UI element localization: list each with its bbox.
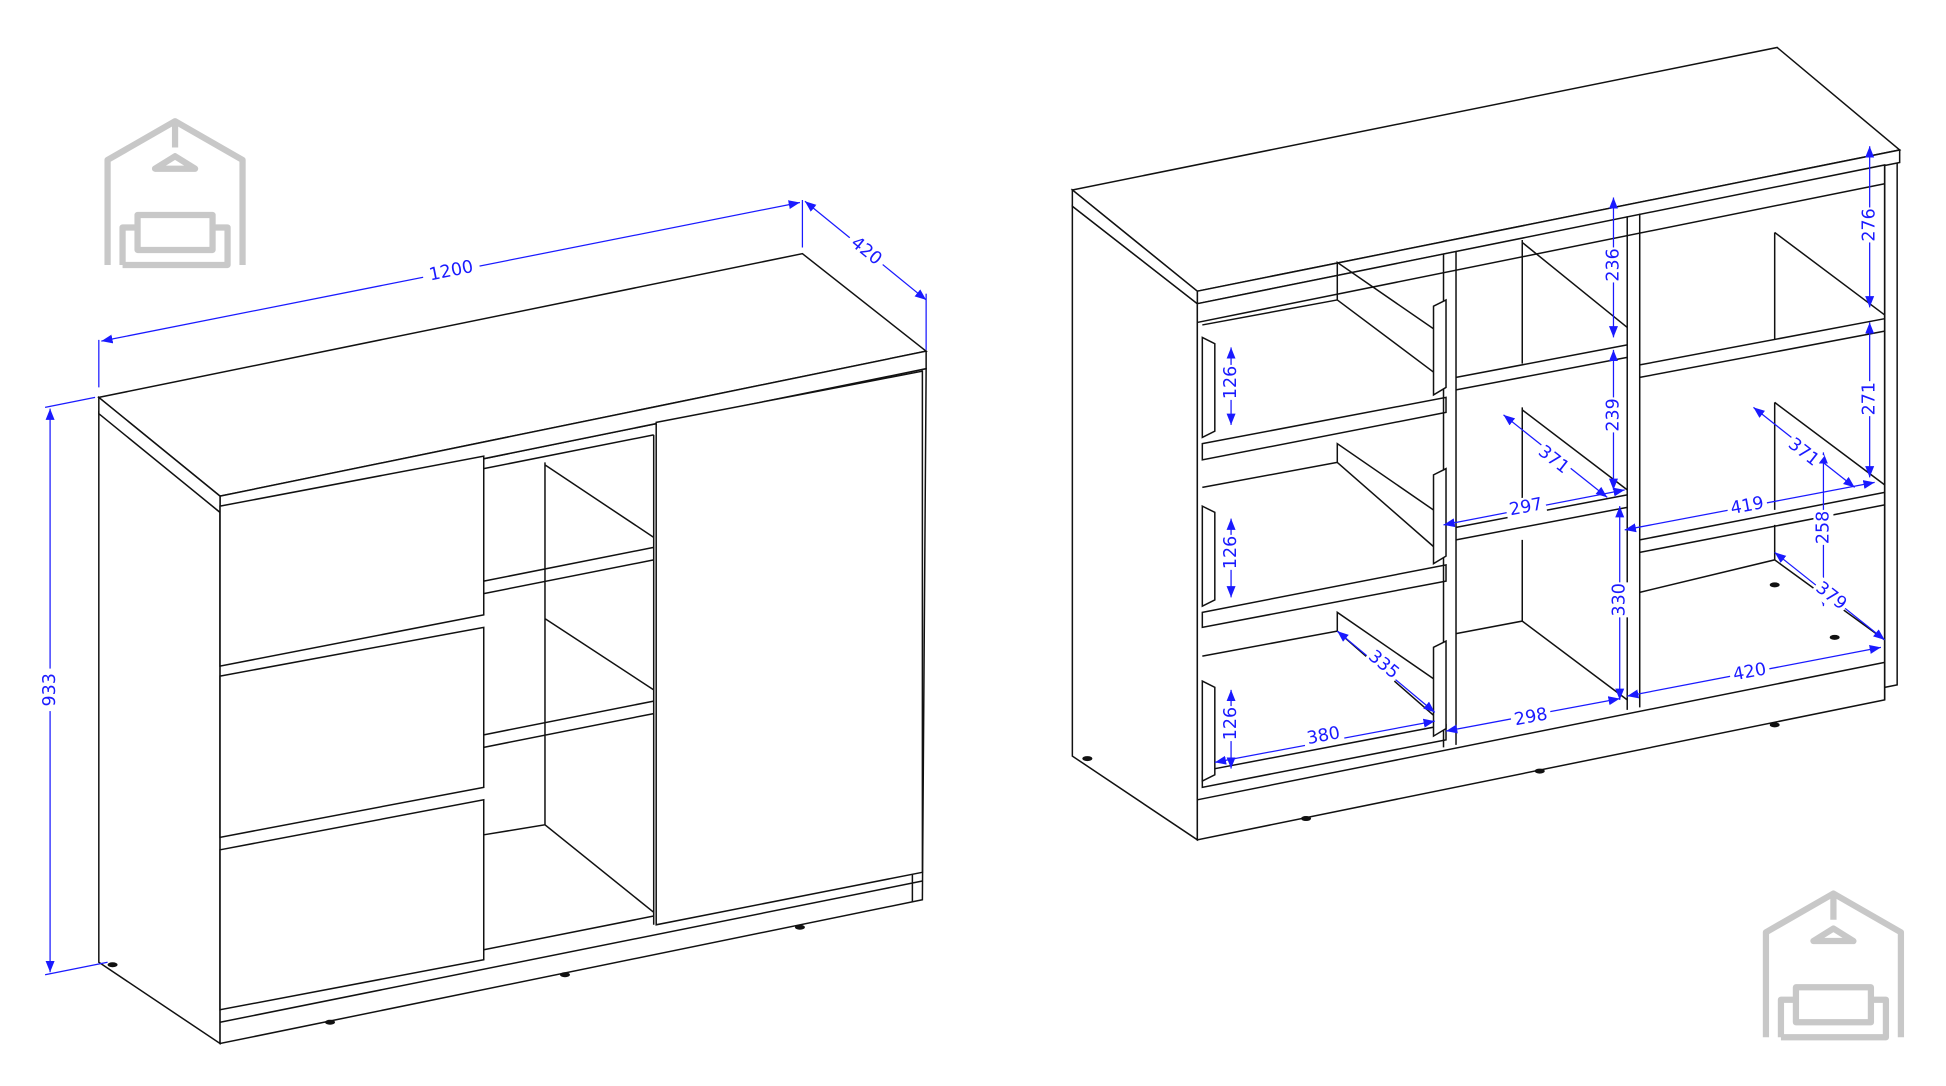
dimension-label: 236 (1603, 248, 1623, 281)
sideboard-open-view (1070, 46, 1902, 842)
dimension-middle-gap-middle: 239 (1603, 349, 1623, 490)
dimension-label: 276 (1860, 208, 1880, 241)
dimension-label: 1200 (427, 257, 475, 285)
dimension-bottom-width-right: 420 (1627, 645, 1882, 699)
sideboard-closed-view (97, 252, 928, 1045)
feet (107, 924, 805, 1025)
dimension-top-gap-middle: 236 (1603, 197, 1623, 338)
house-sofa-logo-top-left (104, 118, 246, 269)
dimension-lower-gap-middle: 330 (1610, 506, 1630, 700)
dimension-drawer-height-1: 126 (1221, 347, 1241, 425)
dimension-width-1200: 1200 (98, 199, 804, 388)
dimension-label: 933 (40, 673, 60, 706)
dimension-label: 330 (1610, 583, 1630, 616)
dimension-label: 126 (1221, 707, 1241, 740)
dimension-drawer-height-2: 126 (1221, 518, 1241, 598)
open-shelf-compartment (483, 434, 655, 951)
drawer-box-1 (1201, 261, 1447, 461)
dimension-shelf-width-right: 419 (1624, 480, 1875, 533)
dimension-label: 258 (1813, 511, 1833, 544)
dimension-label: 126 (1221, 536, 1241, 569)
dimension-top-gap-right: 276 (1860, 146, 1880, 308)
dimension-height-933: 933 (38, 396, 108, 976)
dimension-drawer-width: 380 (1214, 718, 1435, 765)
drawer-box-2 (1201, 442, 1447, 629)
cabinet-door (655, 370, 924, 926)
drawer-front-3 (219, 798, 485, 1011)
drawer-front-1 (219, 455, 485, 668)
drawer-front-2 (219, 626, 485, 839)
dimension-label: 239 (1603, 398, 1623, 431)
house-sofa-logo-bottom-right (1762, 890, 1905, 1041)
dimension-label: 271 (1860, 382, 1880, 415)
feet (1082, 722, 1780, 822)
dimension-label: 126 (1221, 366, 1241, 399)
dimension-shelf-depth-middle: 371 (1503, 414, 1608, 498)
dimension-middle-gap-right: 271 (1860, 322, 1880, 478)
